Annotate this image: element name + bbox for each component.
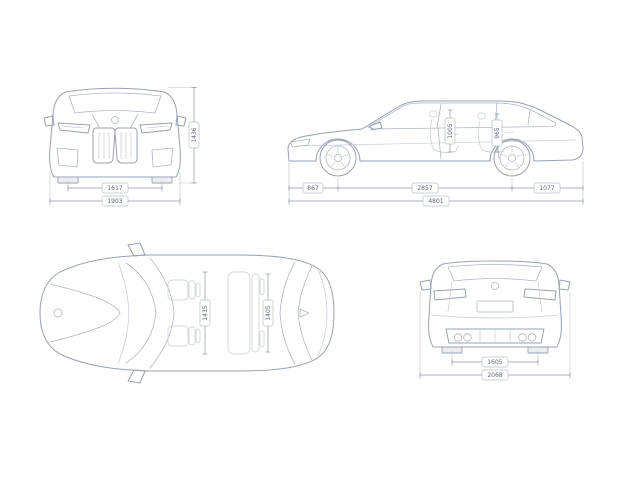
exhaust-tip bbox=[463, 333, 472, 342]
door-handles bbox=[447, 131, 515, 136]
taillight-left bbox=[433, 288, 467, 301]
windshield bbox=[68, 92, 162, 114]
wheelbase-label: 2857 bbox=[417, 185, 432, 192]
exhaust-tip bbox=[527, 333, 537, 342]
rear-track-label: 1605 bbox=[487, 359, 502, 366]
front-width-label: 1903 bbox=[107, 198, 122, 205]
top-rear-bench bbox=[227, 271, 265, 355]
exhaust-tip bbox=[518, 333, 527, 342]
brand-roundel-top-icon bbox=[53, 308, 63, 318]
license-plate bbox=[476, 300, 514, 313]
front-car-outline bbox=[49, 87, 181, 178]
rear-wheel bbox=[493, 139, 531, 177]
kidney-grille bbox=[92, 127, 138, 164]
top-car-outline bbox=[39, 254, 335, 372]
side-mirror bbox=[369, 121, 383, 131]
rear-track-dimension: 1605 bbox=[451, 351, 539, 368]
headroom-rear-dimension: 965 bbox=[491, 113, 503, 153]
mirror-left bbox=[43, 115, 55, 127]
interior-width-rear-dimension: 1405 bbox=[262, 273, 274, 353]
top-front-seats bbox=[167, 279, 201, 347]
rear-window-top-edge bbox=[279, 261, 296, 365]
character-line bbox=[295, 139, 577, 147]
front-track-dimension: 1617 bbox=[67, 181, 163, 194]
tailgate-shutline bbox=[317, 269, 328, 357]
windshield-top bbox=[149, 257, 175, 369]
hood-shutline bbox=[117, 261, 130, 365]
front-wheel bbox=[319, 139, 357, 177]
rear-width-dimension: 2068 bbox=[419, 292, 571, 381]
rear-overhang-label: 1077 bbox=[539, 185, 554, 192]
hood-creases bbox=[91, 113, 139, 128]
diffuser bbox=[445, 328, 545, 344]
side-length-dimensions: 867 2857 1077 4801 bbox=[288, 161, 584, 207]
interior-width-front-label: 1435 bbox=[202, 305, 209, 320]
side-headlight bbox=[290, 138, 311, 148]
top-mirror-left bbox=[127, 242, 146, 257]
front-intake-right bbox=[151, 147, 174, 168]
front-view: 1617 1903 1436 bbox=[43, 87, 200, 207]
rear-view: 1605 2068 bbox=[419, 260, 571, 381]
front-width-dimension: 1903 bbox=[49, 172, 181, 207]
rear-mirror-left bbox=[419, 279, 432, 291]
rear-width-label: 2068 bbox=[487, 372, 502, 379]
exhaust-tip bbox=[453, 333, 463, 342]
side-glasshouse bbox=[367, 102, 557, 130]
bumper-crease bbox=[430, 314, 560, 319]
windshield-base bbox=[125, 262, 157, 364]
antenna-fin bbox=[299, 308, 310, 318]
interior-width-rear-label: 1405 bbox=[265, 305, 272, 320]
rear-mirror-right bbox=[558, 279, 571, 291]
headroom-rear-label: 965 bbox=[494, 127, 501, 139]
front-intake-left bbox=[56, 147, 79, 168]
headroom-front-label: 1005 bbox=[447, 123, 454, 138]
side-car-outline bbox=[287, 100, 584, 162]
tailgate-edges bbox=[447, 281, 543, 313]
top-view: 1435 1405 bbox=[39, 242, 335, 384]
top-mirror-right bbox=[127, 369, 146, 384]
front-height-label: 1436 bbox=[191, 127, 198, 142]
brand-roundel-icon bbox=[111, 116, 119, 124]
rear-car-outline bbox=[428, 260, 562, 348]
taillight-right bbox=[523, 288, 557, 301]
headroom-front-dimension: 1005 bbox=[444, 109, 456, 153]
front-track-label: 1617 bbox=[107, 185, 122, 192]
mirror-right bbox=[175, 115, 187, 127]
headlight-left bbox=[57, 122, 91, 134]
rear-window bbox=[447, 264, 543, 282]
rear-window-base bbox=[297, 265, 313, 361]
hood-creases-top bbox=[49, 283, 121, 343]
front-height-dimension: 1436 bbox=[168, 87, 200, 184]
side-view: 1005 965 867 2857 bbox=[287, 100, 584, 207]
brand-roundel-rear-icon bbox=[491, 282, 499, 290]
interior-width-front-dimension: 1435 bbox=[199, 271, 211, 355]
overall-length-label: 4801 bbox=[428, 198, 443, 205]
headlight-right bbox=[139, 122, 173, 134]
front-overhang-label: 867 bbox=[307, 185, 319, 192]
